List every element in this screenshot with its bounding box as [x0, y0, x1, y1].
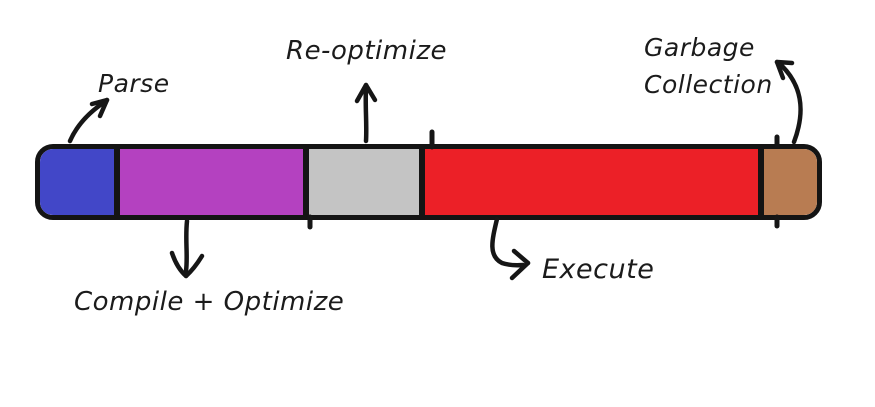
garbage-collection-label-line1: Garbage [644, 33, 755, 62]
segment-compile-optimize [114, 149, 303, 215]
parse-arrow-icon [67, 97, 110, 144]
execute-arrow-icon [490, 216, 531, 281]
segment-execute [419, 149, 758, 215]
execute-label: Execute [542, 254, 655, 285]
garbage-collection-label: Garbage Collection [644, 29, 773, 103]
timeline-bar-segments [40, 149, 817, 215]
segment-parse [40, 149, 114, 215]
garbage-collection-arrow-icon [774, 59, 803, 145]
garbage-collection-label-line2: Collection [644, 70, 773, 99]
compile-optimize-arrow-icon [169, 218, 205, 279]
reoptimize-arrow-icon [354, 82, 378, 144]
reoptimize-label: Re-optimize [286, 36, 447, 66]
parse-label: Parse [98, 69, 170, 98]
segment-re-optimize [303, 149, 419, 215]
segment-garbage-collection [758, 149, 817, 215]
timeline-bar [35, 144, 822, 220]
compile-optimize-label: Compile + Optimize [74, 287, 345, 317]
